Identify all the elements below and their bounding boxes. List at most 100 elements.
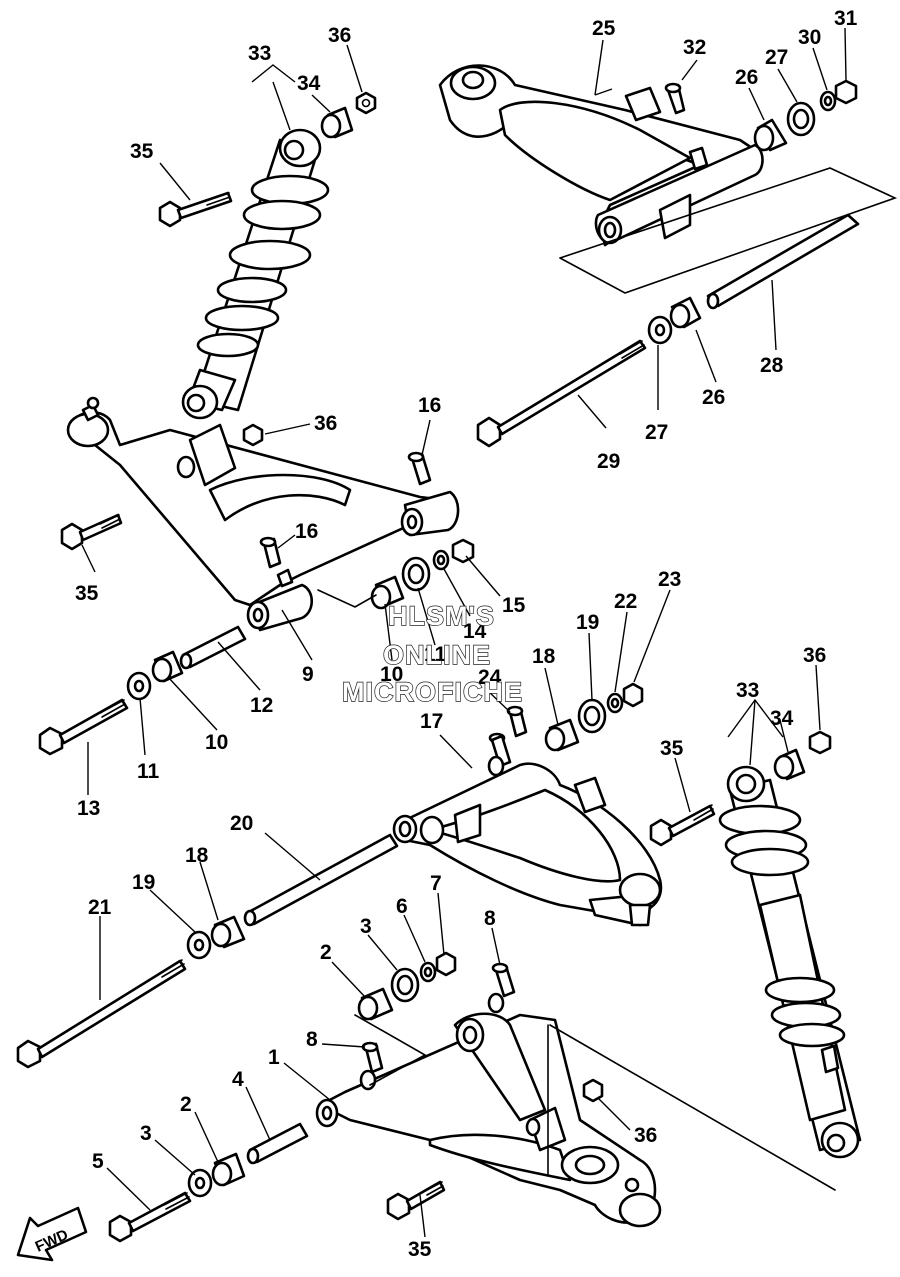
callout-12: 12 [250,694,273,717]
bushing-10-left [151,650,184,683]
assembly-box-upper [559,167,898,294]
callout-30: 30 [798,26,821,49]
washer-14 [432,549,450,571]
upper-arm-17 [392,732,663,927]
callout-36: 36 [314,412,337,435]
callout-20: 20 [230,812,253,835]
seal-27-top [786,101,816,137]
callout-26: 26 [735,66,758,89]
callout-16: 16 [295,520,318,543]
lower-arm-1 [315,1012,662,1228]
callout-15: 15 [502,594,526,617]
bushing-18-left [210,915,246,949]
callout-16: 16 [418,394,441,417]
bushing-18-right [544,718,580,752]
forward-direction-arrow: FWD [16,1206,88,1262]
washer-27-lower [647,315,673,345]
callout-35: 35 [130,140,154,163]
callout-28: 28 [760,354,784,377]
shock-absorber-right [718,765,862,1159]
callout-36: 36 [803,644,826,667]
callout-35: 35 [660,737,684,760]
nut-36-upper-left [355,91,377,115]
bushing-26-top [753,118,788,152]
nut-36-bottom [582,1078,604,1103]
upper-arm-25 [438,64,764,247]
nut-31 [834,79,858,105]
callout-2: 2 [180,1093,192,1116]
callout-6: 6 [396,895,408,918]
washer-6 [419,961,437,983]
callout-3: 3 [140,1122,152,1145]
watermark-line-2: ONLINE [383,640,491,670]
alignment-box-lower [354,1014,427,1086]
grease-nipple-16-upper [407,451,432,486]
seal-19-right [577,698,607,734]
nut-36-right [808,730,832,755]
grease-nipple-8-left [359,1041,384,1091]
nut-36-middle-left [242,423,264,447]
bushing-26-lower [669,296,702,329]
callout-9: 9 [302,663,314,686]
callout-36: 36 [634,1124,657,1147]
callout-1: 1 [268,1046,280,1069]
washer-3-lower [187,1168,213,1198]
grease-nipple-24 [506,705,528,738]
callout-25: 25 [592,17,616,40]
bolt-35-upper-left [158,191,233,228]
callout-19: 19 [132,871,155,894]
bolt-35-bottom [386,1180,446,1221]
callout-21: 21 [88,896,112,919]
washer-22 [606,692,624,714]
part-callouts: 33 36 34 35 36 16 16 35 9 12 10 11 13 10… [75,7,858,1261]
callout-14: 14 [463,620,487,643]
grease-nipple-8-right [487,962,516,1014]
collar-28 [706,213,860,310]
callout-8: 8 [484,907,496,930]
callout-3: 3 [360,915,372,938]
bolt-13 [38,698,129,756]
shock-absorber-upper-left [181,128,330,420]
callout-13: 13 [77,797,100,820]
callout-18: 18 [185,844,209,867]
leader-arm9-right [317,589,377,608]
callout-8: 8 [306,1028,318,1051]
nut-23 [622,682,644,708]
callout-23: 23 [658,568,681,591]
callout-32: 32 [683,36,706,59]
leader-lines [81,27,847,1238]
callout-10: 10 [205,731,228,754]
callout-35: 35 [408,1238,432,1261]
callout-5: 5 [92,1150,104,1173]
callout-19: 19 [576,611,599,634]
callout-33: 33 [248,42,271,65]
callout-22: 22 [614,590,637,613]
callout-10: 10 [380,663,403,686]
callout-26: 26 [702,386,725,409]
callout-29: 29 [597,450,620,473]
watermark-line-1: HLSM'S [388,601,495,631]
nut-7 [435,951,457,977]
bolt-5 [108,1191,192,1243]
callout-36: 36 [328,24,351,47]
bolt-29 [476,339,647,448]
callout-33: 33 [736,679,759,702]
callout-18: 18 [532,645,556,668]
callout-7: 7 [430,872,442,895]
washer-19-left [186,930,212,960]
bushing-34-right [773,748,806,781]
bolt-21 [16,959,187,1069]
callout-4: 4 [232,1068,244,1091]
callout-34: 34 [770,707,794,730]
bushing-34-upper-left [320,106,354,139]
callout-11: 11 [137,760,160,783]
bushing-2-lower [211,1152,246,1187]
callout-27: 27 [765,46,788,69]
collar-4 [246,1122,309,1165]
callout-35: 35 [75,582,99,605]
collar-20 [243,833,399,927]
alignment-line-right-shock [549,1024,836,1191]
callout-34: 34 [297,72,321,95]
callout-2: 2 [320,941,332,964]
